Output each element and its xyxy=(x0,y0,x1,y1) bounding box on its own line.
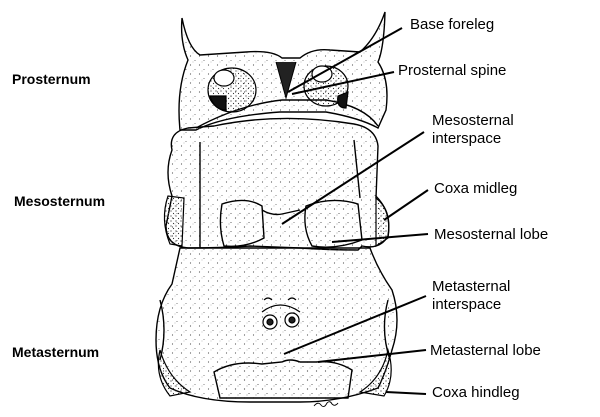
leader-coxa-midleg xyxy=(383,189,429,221)
callout-prosternal-spine-line-1: Prosternal spine xyxy=(398,62,507,79)
fore-coxae xyxy=(207,65,349,113)
callout-metasternal-lobe-line-1: Metasternal lobe xyxy=(430,342,541,359)
callout-mesosternal-lobe: Mesosternal lobe xyxy=(434,226,548,244)
callout-metasternal-interspace-line-2: interspace xyxy=(432,296,502,313)
prosternal-spine-shape xyxy=(275,61,297,100)
callout-coxa-hindleg-line-1: Coxa hindleg xyxy=(432,384,520,401)
callout-coxa-midleg: Coxa midleg xyxy=(434,180,517,198)
artist-signature xyxy=(313,401,339,408)
callout-prosternal-spine: Prosternal spine xyxy=(398,62,506,80)
callout-metasternal-lobe: Metasternal lobe xyxy=(430,342,541,360)
callout-metasternal-interspace-line-1: Metasternal xyxy=(432,278,511,295)
leader-metasternal-lobe xyxy=(317,349,427,363)
region-label-prosternum: Prosternum xyxy=(12,71,91,87)
callout-base-foreleg-line-1: Base foreleg xyxy=(410,16,495,33)
callout-mesosternal-lobe-line-1: Mesosternal lobe xyxy=(434,226,549,243)
mesothorax-shape xyxy=(165,117,390,251)
metasternal-interspace-rings xyxy=(261,297,301,330)
callout-mesosternal-interspace-line-2: interspace xyxy=(432,130,502,147)
leader-base-foreleg xyxy=(287,27,403,93)
leader-prosternal-spine xyxy=(291,71,395,95)
leader-mesosternal-lobe xyxy=(331,233,429,243)
callout-mesosternal-interspace-line-1: Mesosternal xyxy=(432,112,514,129)
callout-coxa-hindleg: Coxa hindleg xyxy=(432,384,520,402)
leader-lines xyxy=(281,27,429,395)
leader-coxa-hindleg xyxy=(385,391,427,395)
hind-coxae xyxy=(157,347,392,397)
region-label-metasternum: Metasternum xyxy=(12,344,100,360)
callout-base-foreleg: Base foreleg xyxy=(410,16,494,34)
region-label-mesosternum: Mesosternum xyxy=(14,193,106,209)
callout-coxa-midleg-line-1: Coxa midleg xyxy=(434,180,518,197)
callout-mesosternal-interspace: Mesosternal interspace xyxy=(432,112,514,148)
callout-metasternal-interspace: Metasternal interspace xyxy=(432,278,510,314)
leader-mesosternal-interspace xyxy=(281,131,425,225)
leader-metasternal-interspace xyxy=(283,295,427,355)
